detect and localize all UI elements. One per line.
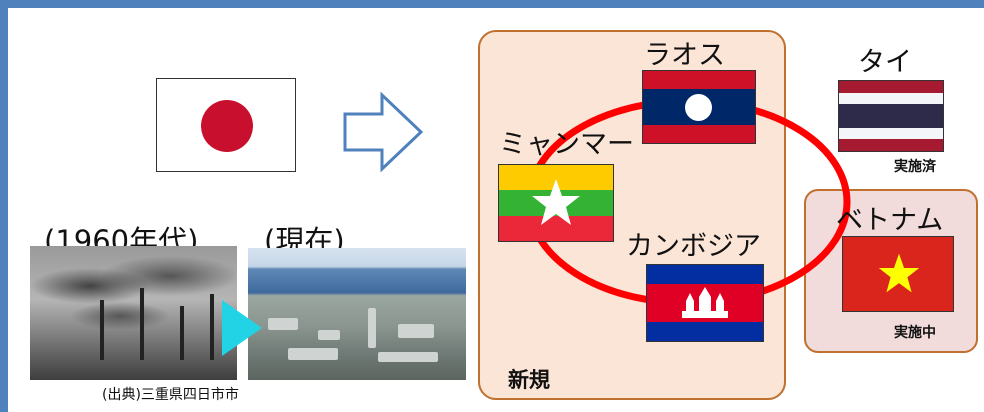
vietnam-flag	[842, 236, 954, 312]
myanmar-flag	[498, 164, 614, 242]
status-thailand: 実施済	[894, 159, 936, 175]
thailand-flag	[838, 80, 944, 152]
play-icon	[222, 300, 262, 356]
cambodia-flag	[646, 264, 764, 342]
country-label-vietnam: ベトナム	[836, 205, 944, 236]
country-label-myanmar: ミャンマー	[499, 129, 634, 160]
japan-flag-disc	[201, 100, 253, 152]
country-label-thailand: タイ	[858, 47, 912, 78]
photo-1960s	[30, 246, 237, 380]
country-label-laos: ラオス	[644, 40, 725, 71]
right-arrow-icon	[343, 92, 424, 172]
photo-present	[248, 248, 466, 380]
laos-flag	[642, 70, 756, 144]
country-label-cambodia: カンボジア	[626, 231, 761, 262]
japan-flag	[156, 78, 296, 172]
source-caption: (出典)三重県四日市市	[102, 387, 239, 403]
status-vietnam: 実施中	[894, 325, 936, 341]
new-group-label: 新規	[508, 368, 550, 392]
